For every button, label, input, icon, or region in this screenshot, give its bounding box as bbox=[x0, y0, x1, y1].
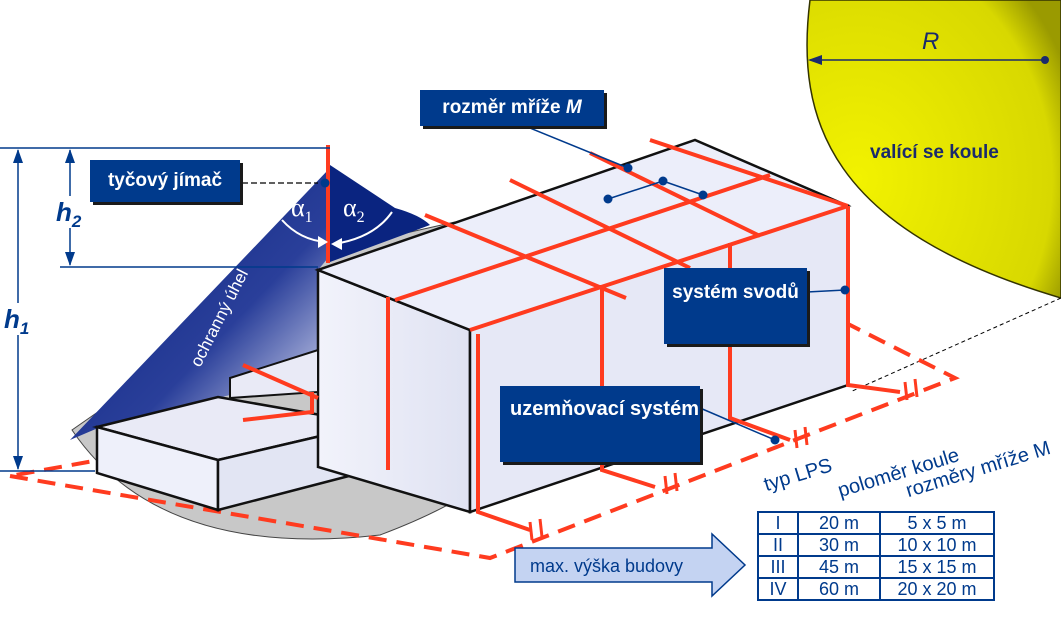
roof-mesh bbox=[394, 138, 849, 332]
table-cell: II bbox=[757, 533, 799, 557]
alpha1-arrow bbox=[318, 236, 328, 248]
table-cell: 20 x 20 m bbox=[879, 577, 995, 601]
alpha2-arrow bbox=[331, 238, 342, 250]
lps-table: I 20 m 5 x 5 m II 30 m 10 x 10 m III 45 … bbox=[757, 511, 995, 601]
down-leader bbox=[806, 289, 846, 293]
table-cell: 60 m bbox=[797, 577, 881, 601]
table-row: I 20 m 5 x 5 m bbox=[757, 511, 995, 535]
table-row: II 30 m 10 x 10 m bbox=[757, 533, 995, 557]
earthing-label: uzemňovací systém bbox=[500, 386, 700, 462]
rod-leader-dot bbox=[320, 178, 330, 188]
table-cell: 20 m bbox=[797, 511, 881, 535]
table-cell: 30 m bbox=[797, 533, 881, 557]
table-cell: IV bbox=[757, 577, 799, 601]
h2-arrow-bottom bbox=[65, 252, 75, 266]
table-row: III 45 m 15 x 15 m bbox=[757, 555, 995, 579]
earth-leader bbox=[699, 407, 776, 441]
test-joints bbox=[528, 378, 919, 541]
sphere-tangent-line bbox=[849, 297, 1061, 393]
table-cell: III bbox=[757, 555, 799, 579]
mesh-dim-line bbox=[607, 180, 664, 200]
h1-arrow-top bbox=[13, 149, 23, 163]
table-cell: 45 m bbox=[797, 555, 881, 579]
h2-arrow-top bbox=[65, 149, 75, 163]
rod-label: tyčový jímač bbox=[90, 160, 240, 202]
mesh-dim-line-2 bbox=[662, 180, 704, 196]
table-cell: 5 x 5 m bbox=[879, 511, 995, 535]
table-cell: 10 x 10 m bbox=[879, 533, 995, 557]
h2-label: h2 bbox=[56, 197, 82, 231]
down-conductor-label: systém svodů bbox=[664, 268, 807, 344]
alpha2-label: α2 bbox=[343, 193, 365, 226]
max-height-label: max. výška budovy bbox=[530, 556, 683, 576]
table-cell: 15 x 15 m bbox=[879, 555, 995, 579]
down-leader-dot bbox=[840, 285, 850, 295]
radius-label: R bbox=[922, 28, 940, 55]
table-cell: I bbox=[757, 511, 799, 535]
radius-arrow bbox=[808, 55, 822, 65]
rolling-sphere-label: valící se koule bbox=[870, 142, 999, 163]
h1-label-bg bbox=[2, 303, 38, 335]
max-height-arrow bbox=[514, 532, 747, 598]
angle-wedge bbox=[330, 165, 430, 262]
table-row: IV 60 m 20 x 20 m bbox=[757, 577, 995, 601]
h1-arrow-bottom bbox=[13, 456, 23, 470]
sphere-center-dot bbox=[1041, 56, 1049, 64]
alpha1-label: α1 bbox=[291, 193, 313, 226]
h2-label-bg bbox=[54, 196, 90, 228]
rolling-sphere bbox=[806, 0, 1061, 299]
earth-leader-dot bbox=[770, 435, 780, 445]
annex-step bbox=[229, 348, 319, 400]
mesh-label-var: M bbox=[565, 97, 582, 118]
mesh-label-text: rozměr mříže bbox=[442, 97, 561, 118]
mesh-leader bbox=[524, 125, 629, 169]
mesh-label: rozměr mříže M bbox=[420, 90, 604, 126]
h1-label: h1 bbox=[4, 304, 29, 338]
